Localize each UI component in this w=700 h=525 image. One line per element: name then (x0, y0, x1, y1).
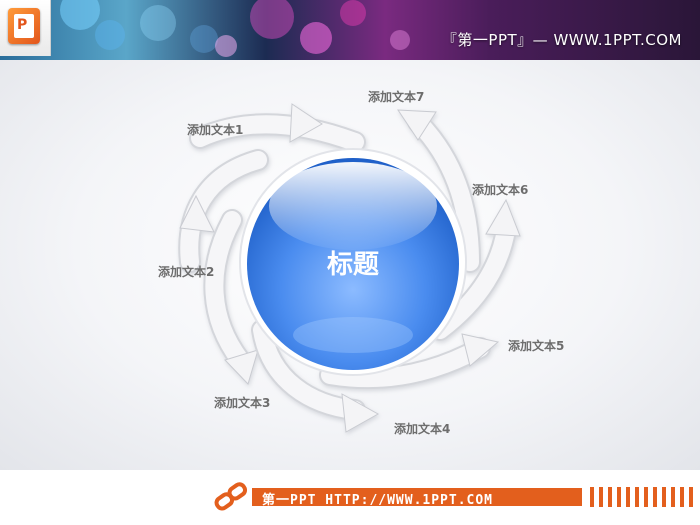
link-icon (214, 482, 248, 511)
item-label-2: 添加文本2 (158, 265, 215, 279)
header-banner (0, 0, 700, 60)
item-label-3: 添加文本3 (214, 396, 271, 410)
app-logo: P (0, 0, 51, 56)
header-site-text: 『第一PPT』— WWW.1PPT.COM (441, 31, 682, 49)
footer-text: 第一PPT HTTP://WWW.1PPT.COM (262, 493, 494, 508)
item-label-4: 添加文本4 (394, 422, 451, 436)
item-label-1: 添加文本1 (187, 123, 244, 137)
arrow-4 (251, 319, 380, 433)
item-label-6: 添加文本6 (472, 183, 529, 197)
arrow-5 (319, 333, 500, 390)
powerpoint-icon: P (8, 8, 40, 44)
arrow-7 (397, 109, 481, 273)
arrow-6 (429, 198, 521, 341)
center-sphere (239, 148, 467, 376)
footer-stripes (590, 487, 700, 507)
item-label-5: 添加文本5 (508, 339, 565, 353)
arrow-2 (178, 149, 269, 273)
footer-bar (252, 488, 582, 506)
arrow-1 (189, 103, 366, 153)
item-label-7: 添加文本7 (368, 90, 425, 104)
center-title: 标题 (327, 250, 379, 280)
arrow-3 (203, 209, 259, 385)
